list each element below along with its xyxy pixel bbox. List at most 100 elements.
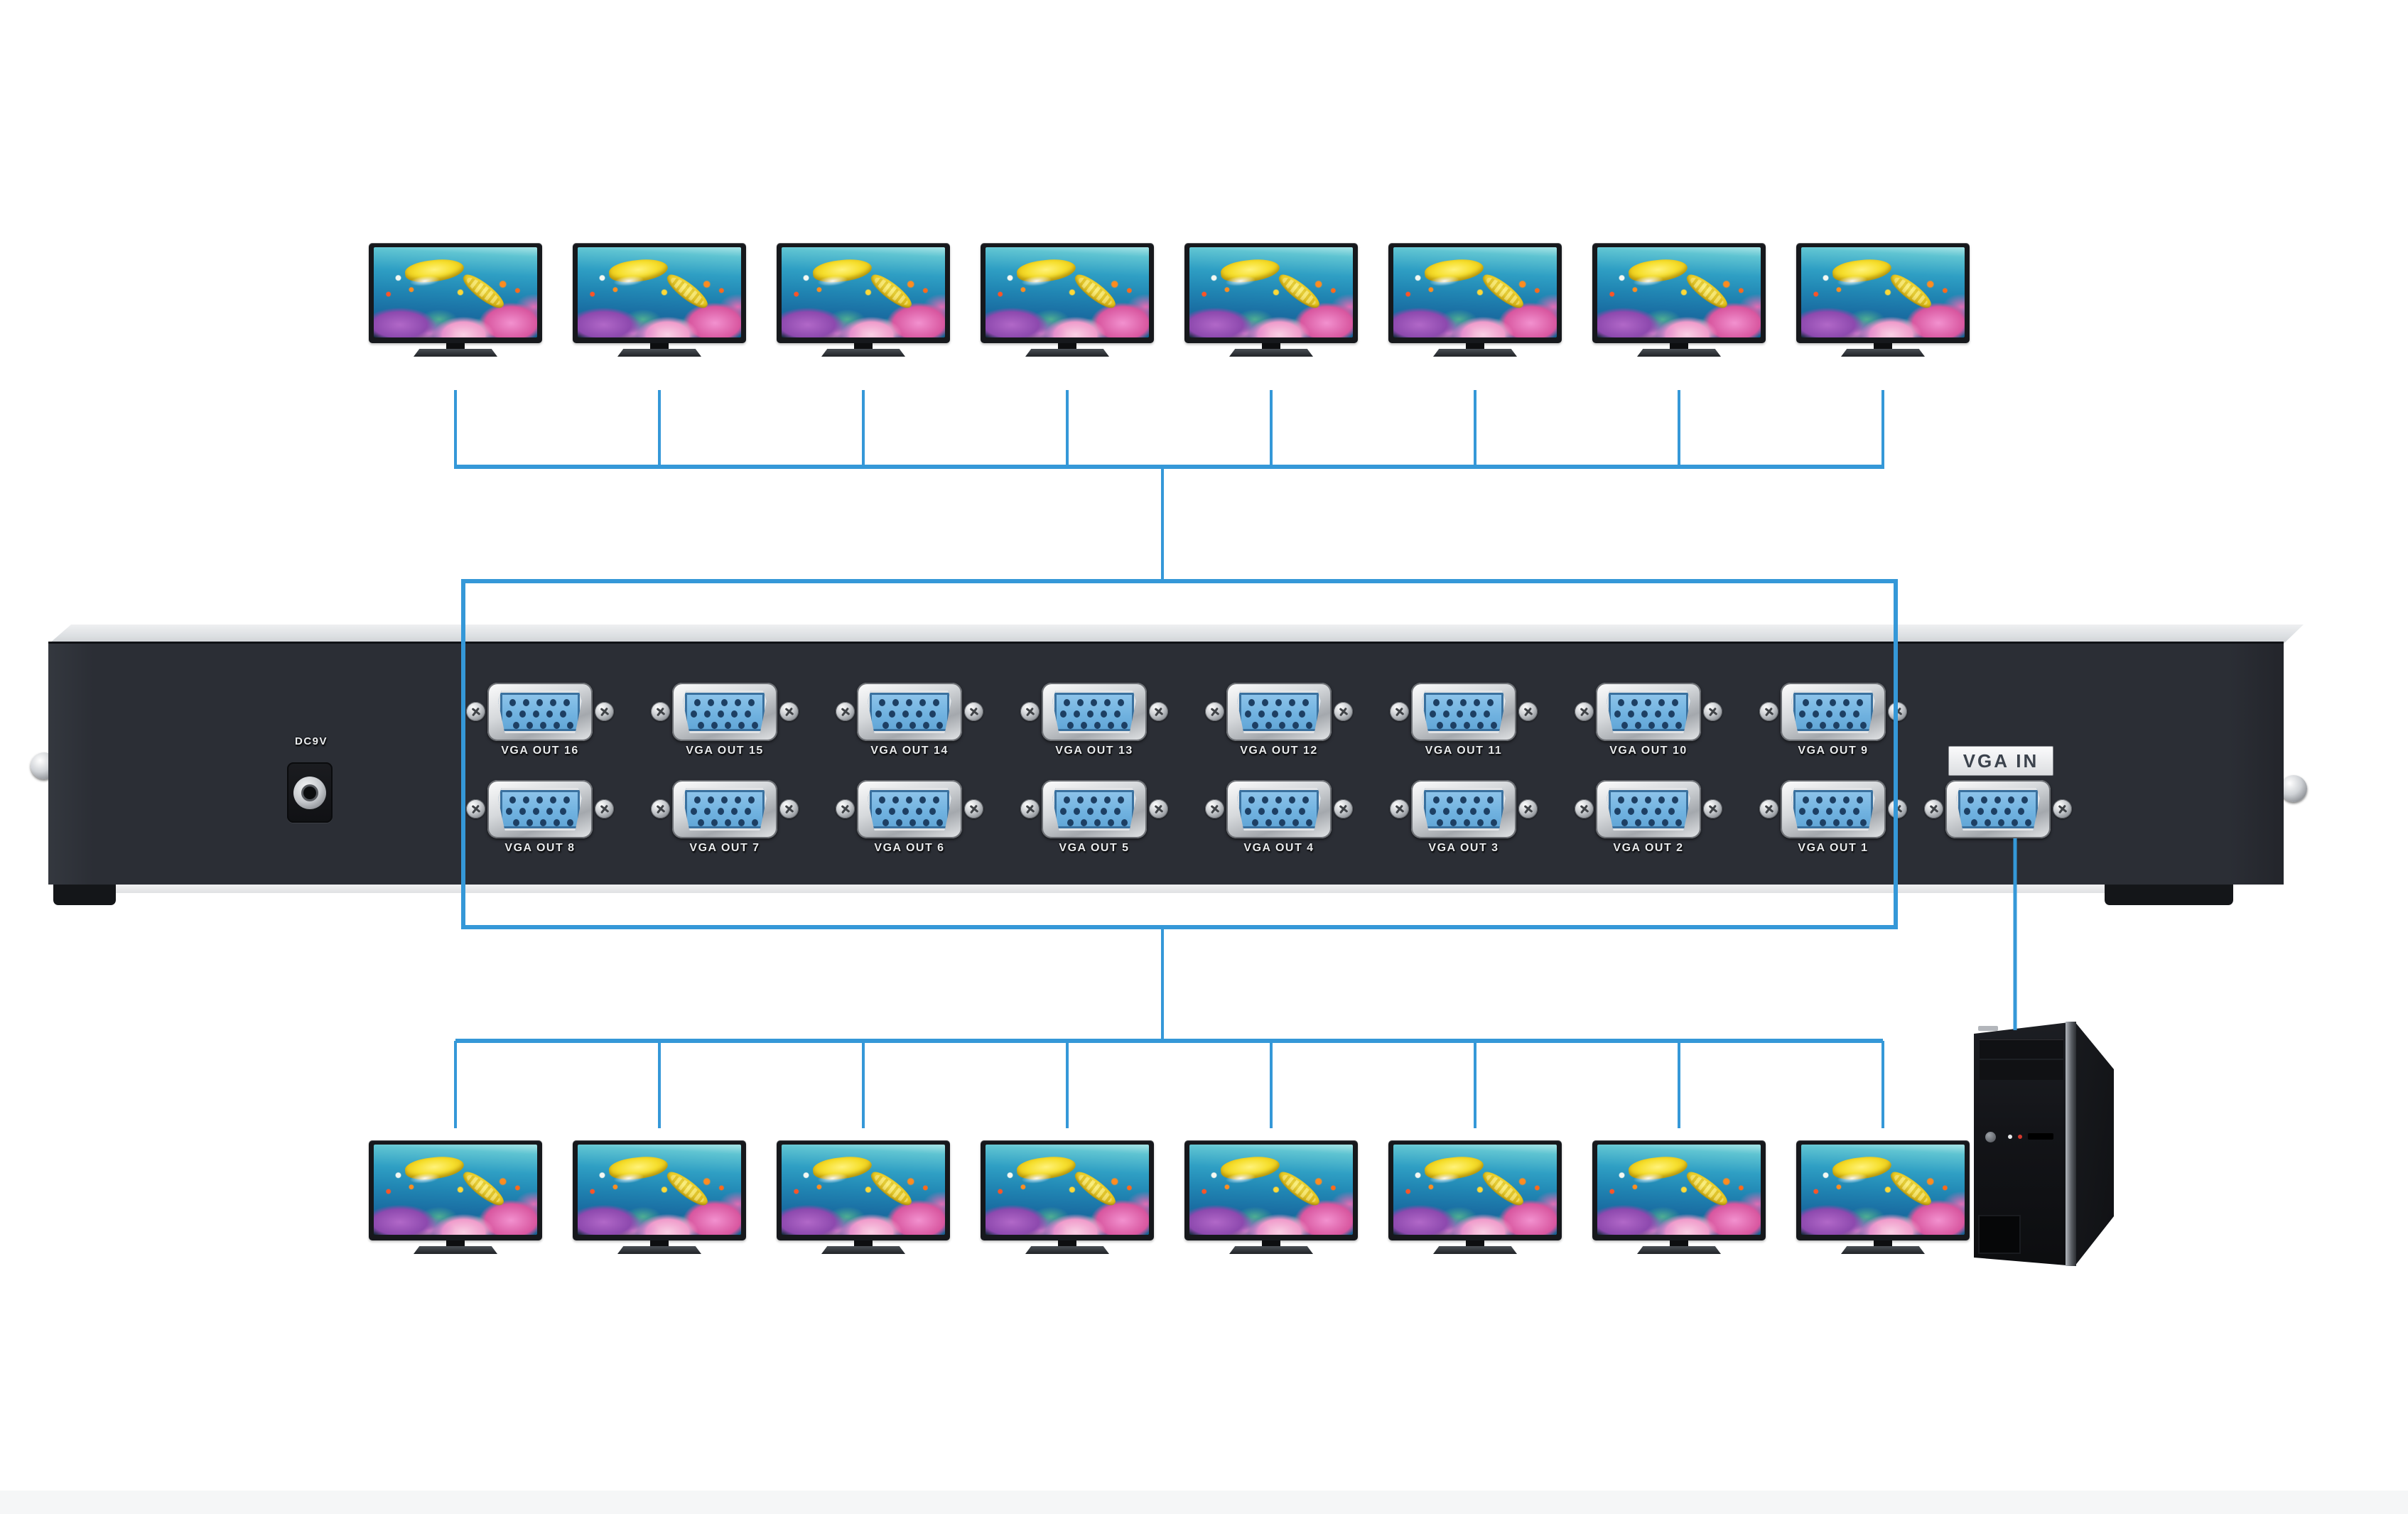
pin-hole xyxy=(745,710,751,718)
pin-hole xyxy=(1101,710,1107,718)
port-screw-icon xyxy=(1020,702,1040,721)
pin-hole xyxy=(1285,710,1292,718)
pin-hole xyxy=(745,808,751,815)
pin-hole xyxy=(1645,796,1651,804)
pin-hole xyxy=(527,722,533,729)
port-screw-icon xyxy=(1759,702,1778,721)
pin-hole xyxy=(1285,808,1292,815)
monitor-stand-neck xyxy=(1466,343,1484,349)
monitor-stand-neck xyxy=(1058,343,1076,349)
pin-hole xyxy=(738,819,745,826)
pin-hole xyxy=(1981,796,1987,804)
monitor-screen-aquarium-wallpaper xyxy=(1189,247,1353,337)
dsub-connector-icon xyxy=(1237,691,1321,733)
monitor-screen-aquarium-wallpaper xyxy=(1597,1145,1761,1235)
pin-hole xyxy=(725,722,731,729)
pin-hole xyxy=(1064,796,1070,804)
monitor-stand-neck xyxy=(1874,343,1892,349)
monitor-frame xyxy=(1184,1140,1358,1240)
monitor-frame xyxy=(1796,243,1970,343)
port-screw-icon xyxy=(779,702,799,721)
pin-hole xyxy=(2021,796,2028,804)
pin-hole xyxy=(1094,722,1101,729)
pin-hole xyxy=(527,819,533,826)
pin-hole xyxy=(1262,699,1268,706)
dsub-connector-icon xyxy=(683,788,767,831)
pin-hole xyxy=(1464,722,1470,729)
port-screw-icon xyxy=(595,799,614,818)
port-screw-icon xyxy=(2053,799,2072,818)
pin-hole xyxy=(1289,796,1295,804)
vga-port-label: VGA OUT 11 xyxy=(1425,745,1503,757)
monitor-stand-base xyxy=(1025,1246,1109,1254)
pin-hole xyxy=(1087,710,1094,718)
pin-hole xyxy=(2012,819,2018,826)
monitor-stand-base xyxy=(1025,349,1109,357)
vga-port-label: VGA OUT 14 xyxy=(870,745,949,757)
pin-hole xyxy=(1860,819,1867,826)
monitor-screen-aquarium-wallpaper xyxy=(1189,1145,1353,1235)
pin-hole xyxy=(936,722,943,729)
pin-hole xyxy=(735,796,741,804)
pin-hole xyxy=(1114,710,1121,718)
vga-port-label: VGA OUT 16 xyxy=(501,745,579,757)
pin-hole xyxy=(1060,808,1067,815)
pin-hole xyxy=(513,722,519,729)
pin-hole xyxy=(708,796,714,804)
pin-hole xyxy=(1081,722,1087,729)
pin-hole xyxy=(1306,722,1312,729)
chassis-screw-right-icon xyxy=(2280,775,2307,802)
port-screw-icon xyxy=(466,702,485,721)
pc-tower-port-slot xyxy=(2028,1133,2053,1140)
pin-hole xyxy=(923,722,929,729)
monitor-stand-neck xyxy=(1670,1240,1688,1246)
pin-hole xyxy=(1121,819,1128,826)
dsub-connector-icon xyxy=(1607,691,1690,733)
port-screw-icon xyxy=(1703,702,1722,721)
dsub-connector-icon xyxy=(1422,788,1506,831)
pin-hole xyxy=(1491,819,1497,826)
vga-out-port xyxy=(1194,777,1364,843)
monitor-frame xyxy=(1388,243,1562,343)
pin-hole xyxy=(1991,808,1997,815)
pin-hole xyxy=(509,699,516,706)
pin-hole xyxy=(708,699,714,706)
dsub-connector-icon xyxy=(868,691,951,733)
power-label: DC9V xyxy=(294,735,328,747)
pin-hole xyxy=(1433,699,1440,706)
pin-hole xyxy=(875,808,882,815)
pin-hole xyxy=(875,710,882,718)
vga-port-label: VGA OUT 10 xyxy=(1609,745,1688,757)
pin-hole xyxy=(1430,710,1436,718)
port-screw-icon xyxy=(1205,799,1224,818)
pin-hole xyxy=(1803,699,1809,706)
vga-in-label: VGA IN xyxy=(1948,746,2053,776)
pin-hole xyxy=(546,710,553,718)
pin-hole xyxy=(1675,819,1682,826)
port-screw-icon xyxy=(1334,799,1353,818)
monitor-screen-aquarium-wallpaper xyxy=(578,1145,741,1235)
port-screw-icon xyxy=(779,799,799,818)
monitor-frame xyxy=(573,243,746,343)
dsub-connector-icon xyxy=(498,788,582,831)
pin-hole xyxy=(919,699,926,706)
monitor-frame xyxy=(1796,1140,1970,1240)
pin-hole xyxy=(2018,808,2024,815)
pin-hole xyxy=(1833,819,1840,826)
pin-hole xyxy=(936,819,943,826)
vga-out-port xyxy=(1194,680,1364,745)
monitor-screen-aquarium-wallpaper xyxy=(1393,1145,1557,1235)
monitor-frame xyxy=(573,1140,746,1240)
pin-hole xyxy=(1803,796,1809,804)
monitor-stand-neck xyxy=(1058,1240,1076,1246)
pin-hole xyxy=(879,796,885,804)
pin-hole xyxy=(1302,796,1309,804)
pin-hole xyxy=(698,722,704,729)
pin-hole xyxy=(1635,819,1641,826)
pin-hole xyxy=(1272,710,1278,718)
page-bottom-strip xyxy=(0,1491,2408,1514)
port-screw-icon xyxy=(1759,799,1778,818)
pin-hole xyxy=(694,699,701,706)
monitor xyxy=(369,243,542,357)
pin-hole xyxy=(725,819,731,826)
